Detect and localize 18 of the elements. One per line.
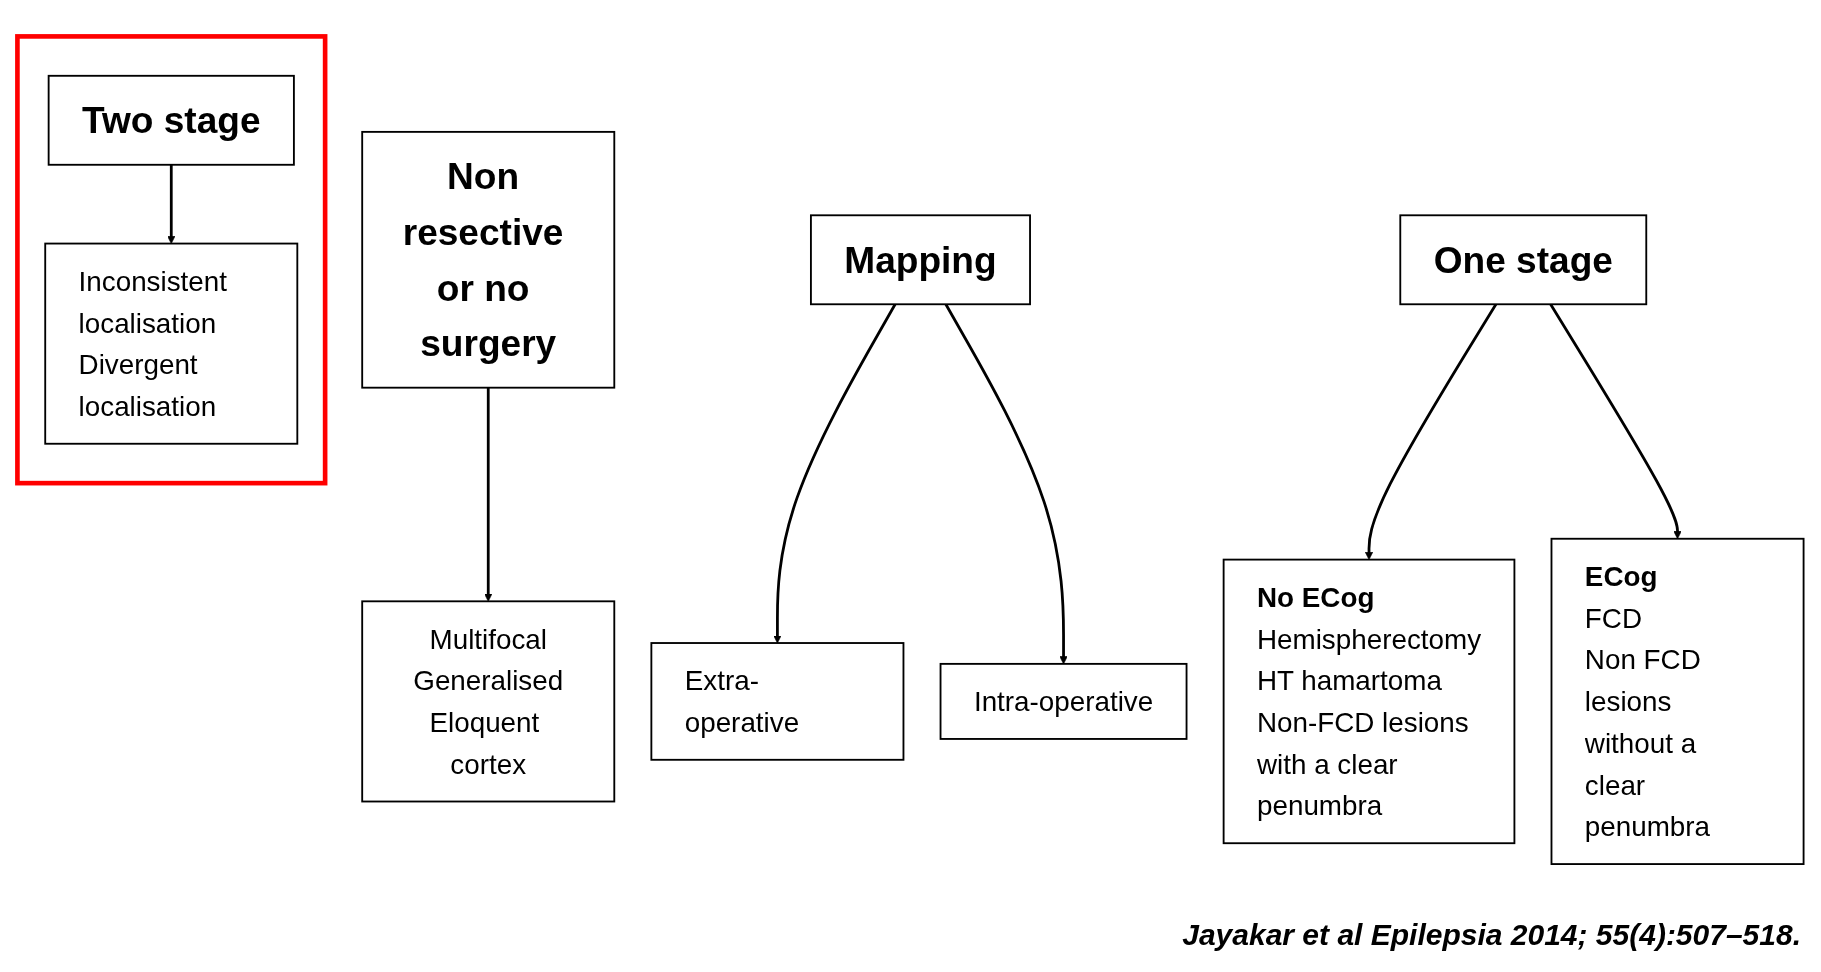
node-box: ECog FCD Non FCD lesions without a clear penumbra [1550, 537, 1805, 865]
arrow [167, 164, 176, 244]
node-box: Inconsistent localisation Divergent localisation [44, 242, 299, 445]
node-box: Multifocal Generalised Eloquent cortex [361, 600, 616, 803]
node-box: Intra-operative [939, 662, 1188, 740]
node-box: Non resective or no surgery [361, 130, 616, 389]
node-box: Extra-operative [650, 641, 905, 761]
arrow [1549, 303, 1682, 539]
node-box: Mapping [810, 214, 1031, 305]
node-box: One stage [1399, 214, 1648, 305]
node-box: No ECog Hemispherectomy HT hamartoma Non-FCD lesions with a clear penumbra [1222, 558, 1516, 844]
cluster [15, 33, 328, 486]
citation: Jayakar et al Epilepsia 2014; 55(4):507–518. [1182, 918, 1801, 952]
node-box: Two stage [47, 74, 295, 166]
arrow [773, 303, 897, 644]
arrow [944, 303, 1068, 664]
arrow [484, 387, 493, 602]
arrow [1364, 303, 1498, 560]
